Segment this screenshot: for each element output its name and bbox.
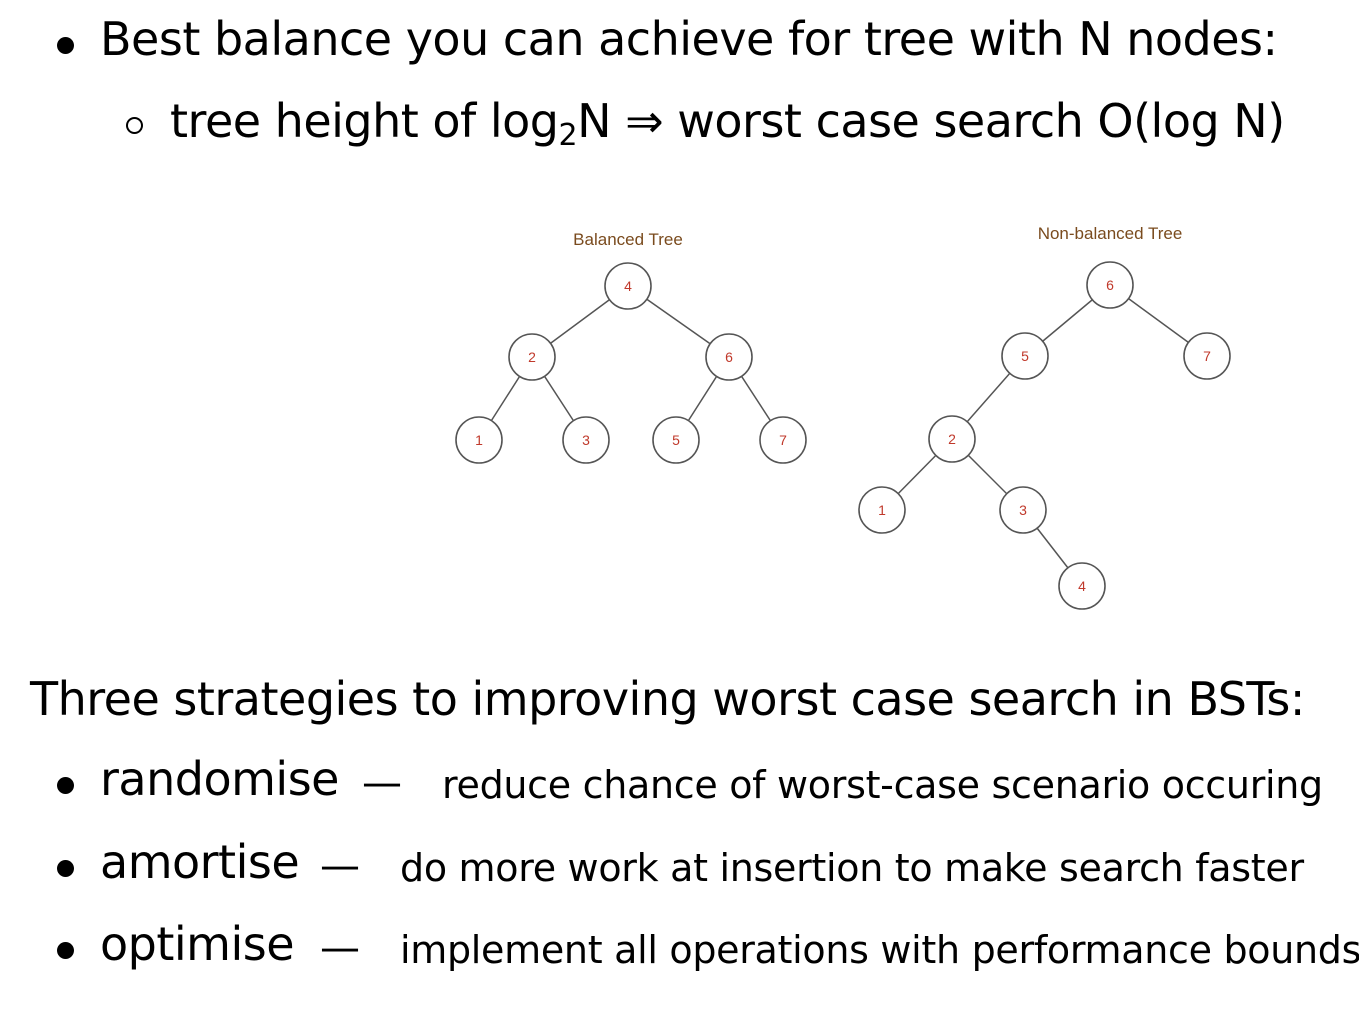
node-label: 4 — [624, 278, 632, 294]
bullet-dot-randomise — [57, 777, 74, 794]
bullet-dot-1 — [57, 37, 74, 54]
tree-node: 3 — [562, 416, 610, 464]
node-label: 2 — [948, 431, 956, 447]
intro-bullet-text: Best balance you can achieve for tree wi… — [100, 12, 1278, 66]
strategy-dash: — — [320, 925, 360, 971]
node-label: 6 — [725, 349, 733, 365]
balanced-tree: Balanced Tree 4 2 6 1 3 5 7 — [455, 230, 807, 464]
sub-bullet-prefix: tree height of log — [170, 94, 559, 148]
tree-node: 1 — [455, 416, 503, 464]
strategy-desc-randomise: reduce chance of worst-case scenario occ… — [442, 763, 1323, 807]
balanced-tree-title: Balanced Tree — [573, 230, 683, 249]
strategy-desc-amortise: do more work at insertion to make search… — [400, 846, 1304, 890]
node-label: 7 — [1203, 348, 1211, 364]
strategy-term-randomise: randomise — [100, 752, 339, 806]
strategies-heading: Three strategies to improving worst case… — [30, 672, 1305, 726]
node-label: 6 — [1106, 277, 1114, 293]
strategy-term-optimise: optimise — [100, 917, 295, 971]
tree-node: 2 — [508, 333, 556, 381]
strategy-dash: — — [362, 760, 402, 806]
tree-node: 5 — [652, 416, 700, 464]
nonbalanced-tree-title: Non-balanced Tree — [1038, 224, 1183, 243]
node-label: 5 — [672, 432, 680, 448]
tree-node: 7 — [759, 416, 807, 464]
node-label: 2 — [528, 349, 536, 365]
node-label: 4 — [1078, 578, 1086, 594]
node-label: 3 — [582, 432, 590, 448]
intro-sub-bullet: tree height of log2N ⇒ worst case search… — [170, 94, 1285, 153]
tree-node: 3 — [999, 486, 1047, 534]
strategy-desc-optimise: implement all operations with performanc… — [400, 928, 1359, 972]
tree-node: 7 — [1183, 332, 1231, 380]
node-label: 5 — [1021, 348, 1029, 364]
tree-node: 6 — [1086, 261, 1134, 309]
log-subscript: 2 — [558, 118, 578, 153]
node-label: 7 — [779, 432, 787, 448]
node-label: 1 — [878, 502, 886, 518]
tree-node: 4 — [604, 262, 652, 310]
tree-node: 4 — [1058, 562, 1106, 610]
sub-bullet-ring — [126, 117, 143, 134]
bullet-dot-amortise — [57, 860, 74, 877]
sub-bullet-suffix: N ⇒ worst case search O(log N) — [577, 94, 1285, 148]
node-label: 3 — [1019, 502, 1027, 518]
node-label: 1 — [475, 432, 483, 448]
tree-node: 1 — [858, 486, 906, 534]
nonbalanced-tree: Non-balanced Tree 6 5 7 2 1 3 4 — [858, 224, 1231, 610]
strategy-dash: — — [320, 843, 360, 889]
tree-node: 6 — [705, 333, 753, 381]
tree-node: 2 — [928, 415, 976, 463]
strategy-term-amortise: amortise — [100, 835, 300, 889]
bullet-dot-optimise — [57, 942, 74, 959]
tree-node: 5 — [1001, 332, 1049, 380]
